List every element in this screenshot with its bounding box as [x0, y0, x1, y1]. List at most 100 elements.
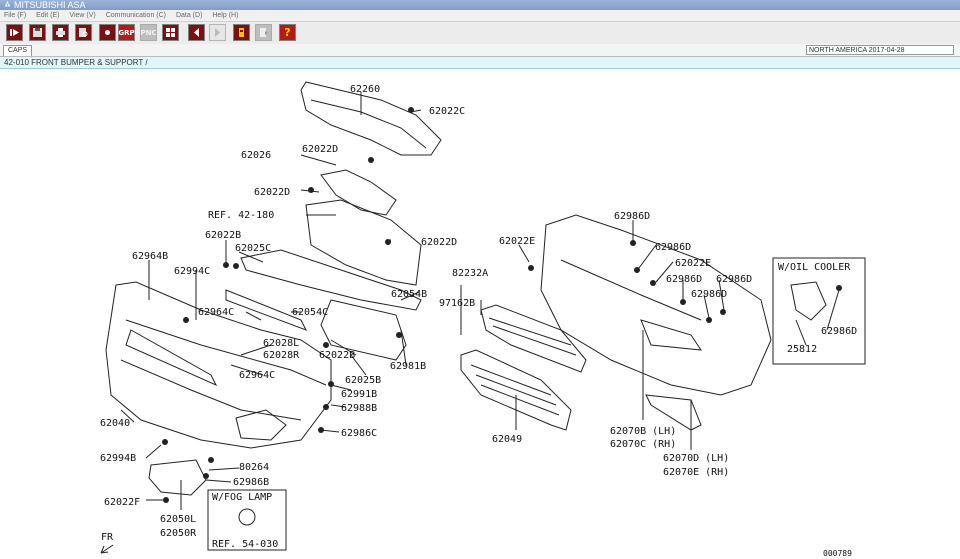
- part-label[interactable]: 62986D: [655, 242, 691, 253]
- fog-ref-label[interactable]: REF. 54-030: [212, 539, 278, 550]
- part-label[interactable]: 62986B: [233, 477, 269, 488]
- part-label[interactable]: 62028R: [263, 350, 300, 361]
- part-label[interactable]: 62260: [350, 84, 380, 95]
- fog-lamp-box: [207, 489, 287, 551]
- app-title: MITSUBISHI ASA: [14, 0, 86, 10]
- record-icon: [105, 30, 110, 35]
- grid-icon: [166, 28, 175, 37]
- mitsubishi-logo-icon: [4, 1, 11, 7]
- part-label[interactable]: 62994C: [174, 266, 210, 277]
- part-label[interactable]: 62981B: [390, 361, 426, 372]
- part-label[interactable]: 62022F: [104, 497, 140, 508]
- part-label[interactable]: 62986D: [821, 326, 857, 337]
- lower-bracket-part[interactable]: [320, 299, 407, 361]
- print-preview-button[interactable]: [75, 24, 92, 41]
- part-label[interactable]: 62986D: [666, 274, 702, 285]
- part-label[interactable]: 62994B: [100, 453, 136, 464]
- grid-view-button[interactable]: [162, 24, 179, 41]
- region-date-field: NORTH AMERICA 2017-04-28: [806, 45, 954, 55]
- oil-cooler-label: W/OIL COOLER: [778, 262, 851, 273]
- bracket-part[interactable]: [320, 169, 397, 216]
- menu-help[interactable]: Help (H): [212, 12, 239, 19]
- drawing-id: 000789: [823, 549, 852, 558]
- upper-grille-part[interactable]: [480, 304, 587, 373]
- part-label[interactable]: 62025B: [345, 375, 381, 386]
- floppy-icon: [33, 28, 42, 37]
- exit-button[interactable]: [6, 24, 23, 41]
- menu-file[interactable]: File (F): [4, 12, 27, 19]
- part-label[interactable]: 62070C (RH): [610, 439, 676, 450]
- lower-grille-part[interactable]: [460, 349, 572, 431]
- part-label[interactable]: 62991B: [341, 389, 377, 400]
- previous-button[interactable]: [188, 24, 205, 41]
- export-button[interactable]: [255, 24, 272, 41]
- part-label[interactable]: 25812: [787, 344, 817, 355]
- reinforcement-beam-part[interactable]: [240, 249, 422, 311]
- section-title: 42-010 FRONT BUMPER & SUPPORT /: [0, 57, 960, 69]
- menu-bar: File (F) Edit (E) View (V) Communication…: [0, 10, 960, 22]
- fog-bezel-part[interactable]: [148, 459, 207, 496]
- arrow-left-icon: [194, 28, 199, 37]
- menu-communication[interactable]: Communication (C): [105, 12, 166, 19]
- title-bar: MITSUBISHI ASA: [0, 0, 960, 10]
- menu-data[interactable]: Data (D): [175, 12, 203, 19]
- part-label[interactable]: 62964C: [198, 307, 234, 318]
- part-label[interactable]: 62054C: [292, 307, 328, 318]
- lower-strip-part[interactable]: [225, 289, 308, 331]
- pnc-button[interactable]: PNC: [140, 24, 157, 41]
- menu-edit[interactable]: Edit (E): [36, 12, 60, 19]
- bookmark-icon: [239, 28, 244, 37]
- part-label[interactable]: 62028L: [263, 338, 299, 349]
- save-button[interactable]: [29, 24, 46, 41]
- upper-shroud-part[interactable]: [300, 81, 442, 156]
- part-label[interactable]: 62022B: [319, 350, 355, 361]
- part-label[interactable]: 62986C: [341, 428, 377, 439]
- grp-button[interactable]: GRP: [118, 24, 135, 41]
- part-label[interactable]: 62070E (RH): [663, 467, 729, 478]
- bumper-cover-part[interactable]: [540, 214, 772, 396]
- fog-lamp-part[interactable]: [238, 508, 256, 526]
- part-label[interactable]: 62070D (LH): [663, 453, 729, 464]
- part-label[interactable]: 62050R: [160, 528, 197, 539]
- part-label[interactable]: REF. 42-180: [208, 210, 274, 221]
- part-label[interactable]: 80264: [239, 462, 269, 473]
- part-label[interactable]: 62986D: [716, 274, 752, 285]
- next-button[interactable]: [209, 24, 226, 41]
- record-button[interactable]: [99, 24, 116, 41]
- part-label[interactable]: 62986D: [691, 289, 727, 300]
- part-label[interactable]: 97162B: [439, 298, 475, 309]
- part-label[interactable]: 62025C: [235, 243, 271, 254]
- part-label[interactable]: 62022C: [429, 106, 465, 117]
- tab-caps[interactable]: CAPS: [3, 45, 33, 56]
- part-label[interactable]: 62964C: [239, 370, 275, 381]
- tab-bar: CAPS NORTH AMERICA 2017-04-28: [0, 44, 960, 57]
- part-label[interactable]: 62022D: [302, 144, 338, 155]
- part-label[interactable]: 62964B: [132, 251, 168, 262]
- menu-view[interactable]: View (V): [69, 12, 96, 19]
- front-bumper-part[interactable]: [105, 281, 332, 449]
- part-label[interactable]: 62040: [100, 418, 130, 429]
- part-label[interactable]: 62986D: [614, 211, 650, 222]
- oil-cooler-duct-part[interactable]: [790, 281, 827, 321]
- part-label[interactable]: 62022D: [421, 237, 457, 248]
- part-label[interactable]: 62054B: [391, 289, 427, 300]
- bookmark-button[interactable]: [233, 24, 250, 41]
- part-label[interactable]: 62988B: [341, 403, 377, 414]
- part-label[interactable]: 62050L: [160, 514, 196, 525]
- help-button[interactable]: ?: [279, 24, 296, 41]
- absorber-part[interactable]: [305, 199, 422, 286]
- fr-label: FR: [101, 532, 114, 543]
- side-garnish-part[interactable]: [645, 394, 702, 431]
- part-label[interactable]: 82232A: [452, 268, 488, 279]
- part-label[interactable]: 62022E: [499, 236, 535, 247]
- part-label[interactable]: 62022B: [205, 230, 241, 241]
- oil-cooler-box: [772, 257, 866, 365]
- print-button[interactable]: [52, 24, 69, 41]
- fog-lamp-label: W/FOG LAMP: [212, 492, 272, 503]
- part-label[interactable]: 62049: [492, 434, 522, 445]
- part-label[interactable]: 62070B (LH): [610, 426, 676, 437]
- exit-icon: [10, 29, 19, 36]
- part-label[interactable]: 62022D: [254, 187, 290, 198]
- part-label[interactable]: 62022E: [675, 258, 711, 269]
- part-label[interactable]: 62026: [241, 150, 271, 161]
